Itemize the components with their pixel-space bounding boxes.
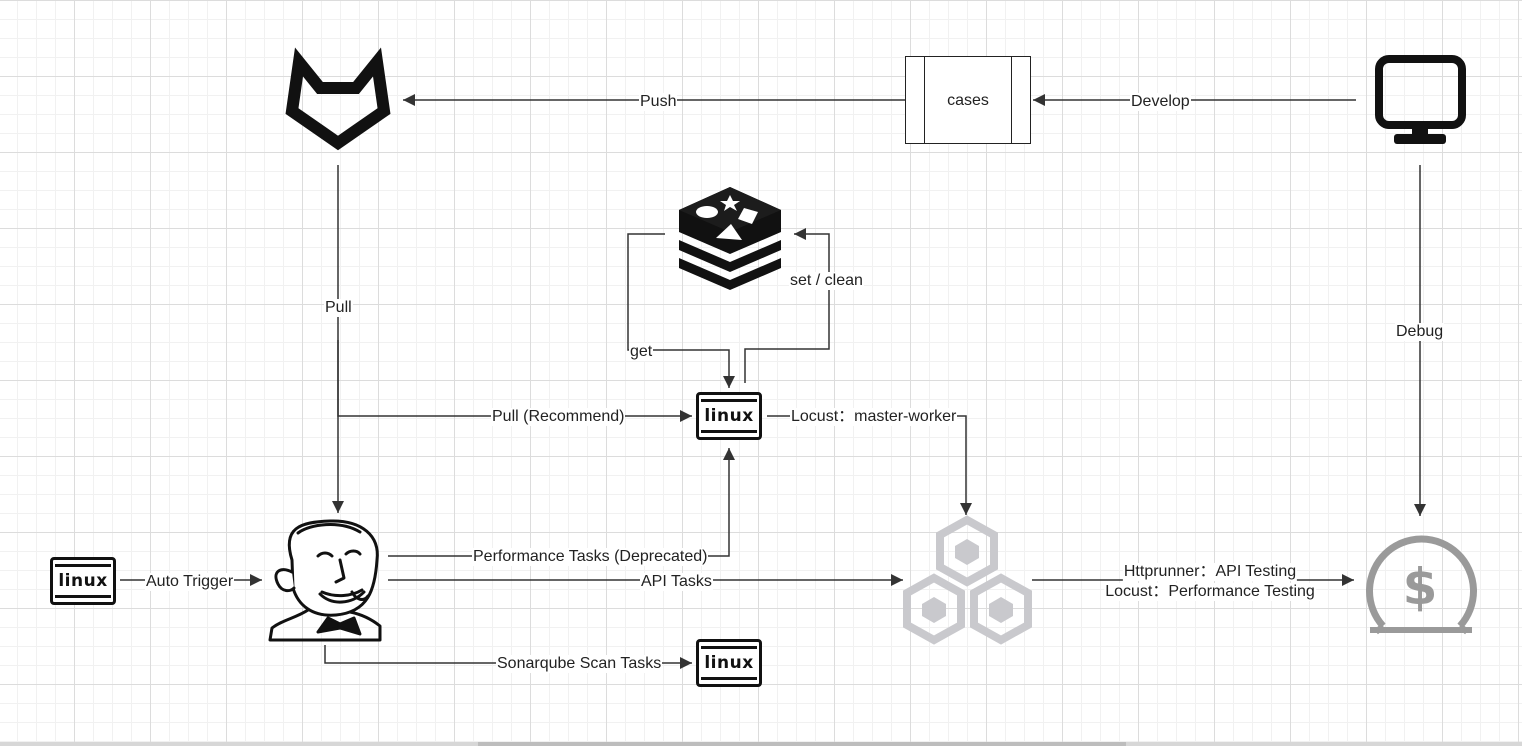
gitlab-icon bbox=[285, 47, 391, 151]
edge-label-locust-performance: Locust：Performance Testing bbox=[1104, 583, 1316, 601]
edge-label-auto-trigger: Auto Trigger bbox=[145, 573, 235, 591]
monitor-icon bbox=[1375, 55, 1466, 144]
edge-label-set-clean: set / clean bbox=[789, 272, 864, 290]
svg-text:$: $ bbox=[1403, 558, 1438, 616]
edge-label-httprunner: Httprunner：API Testing bbox=[1122, 563, 1298, 581]
cases-box: cases bbox=[905, 56, 1031, 144]
linux-label: linux bbox=[704, 653, 754, 673]
edge-performance-tasks bbox=[388, 448, 735, 557]
linux-server-sonarqube: linux bbox=[696, 639, 762, 687]
edge-label-debug: Debug bbox=[1395, 323, 1445, 341]
linux-server-main: linux bbox=[696, 392, 762, 440]
edge-label-performance-tasks: Performance Tasks (Deprecated) bbox=[472, 548, 709, 566]
edge-label-api-tasks: API Tasks bbox=[640, 573, 713, 591]
linux-label: linux bbox=[58, 571, 108, 591]
dollar-target-icon: $ bbox=[1366, 535, 1477, 635]
linux-label: linux bbox=[704, 406, 754, 426]
edge-label-pull-recommend: Pull (Recommend) bbox=[491, 408, 626, 426]
edge-label-locust-master-worker: Locust：master-worker bbox=[790, 408, 958, 426]
edge-label-push: Push bbox=[639, 93, 678, 111]
edge-get bbox=[627, 233, 735, 388]
edge-label-sonarqube: Sonarqube Scan Tasks bbox=[496, 655, 663, 673]
scrollbar-thumb[interactable] bbox=[478, 742, 1126, 746]
hexagon-cluster-icon bbox=[903, 515, 1032, 645]
horizontal-scrollbar[interactable] bbox=[0, 742, 1522, 746]
edge-label-pull: Pull bbox=[324, 299, 353, 317]
cases-label: cases bbox=[947, 92, 989, 109]
linux-server-trigger: linux bbox=[50, 557, 116, 605]
edge-locust-master-worker bbox=[767, 415, 972, 515]
edge-set-clean bbox=[744, 228, 830, 383]
jenkins-icon bbox=[268, 519, 382, 642]
edge-label-get: get bbox=[629, 343, 654, 361]
edge-label-develop: Develop bbox=[1130, 93, 1191, 111]
redis-icon bbox=[679, 187, 781, 290]
